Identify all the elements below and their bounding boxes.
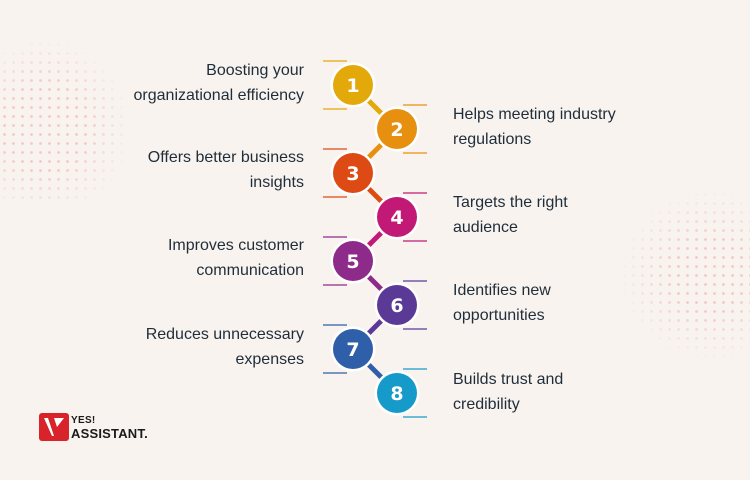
step-4-label: Targets the right audience bbox=[453, 194, 568, 236]
step-4-circle bbox=[377, 197, 417, 237]
step-8-label: Builds trust and credibility bbox=[453, 371, 564, 413]
brand-line-2: ASSISTANT. bbox=[71, 426, 148, 441]
step-6-number: 6 bbox=[390, 295, 403, 317]
step-1-number: 1 bbox=[346, 75, 359, 97]
step-5-label: Improves customer communication bbox=[167, 237, 304, 279]
step-3-label: Offers better business insights bbox=[147, 149, 304, 191]
step-1-circle bbox=[333, 65, 373, 105]
step-6-circle bbox=[377, 285, 417, 325]
step-5-number: 5 bbox=[346, 251, 359, 273]
step-8-circle bbox=[377, 373, 417, 413]
step-7-circle bbox=[333, 329, 373, 369]
step-3-circle bbox=[333, 153, 373, 193]
yes-assistant-logo-icon bbox=[39, 413, 69, 441]
step-2-circle bbox=[377, 109, 417, 149]
step-5-circle bbox=[333, 241, 373, 281]
step-2-number: 2 bbox=[390, 119, 403, 141]
brand-logo: YES! ASSISTANT. bbox=[39, 413, 148, 443]
step-8-number: 8 bbox=[390, 383, 403, 405]
step-4-number: 4 bbox=[390, 207, 403, 229]
step-7-label: Reduces unnecessary expenses bbox=[145, 326, 304, 368]
step-6-label: Identifies new opportunities bbox=[453, 282, 551, 324]
step-2-label: Helps meeting industry regulations bbox=[453, 106, 616, 148]
brand-line-1: YES! bbox=[71, 415, 96, 426]
step-1-label: Boosting your organizational efficiency bbox=[133, 62, 304, 104]
step-7-number: 7 bbox=[346, 339, 359, 361]
step-3-number: 3 bbox=[346, 163, 359, 185]
decorative-dot-pattern-left bbox=[0, 40, 130, 200]
decorative-dot-pattern-right bbox=[620, 190, 750, 360]
